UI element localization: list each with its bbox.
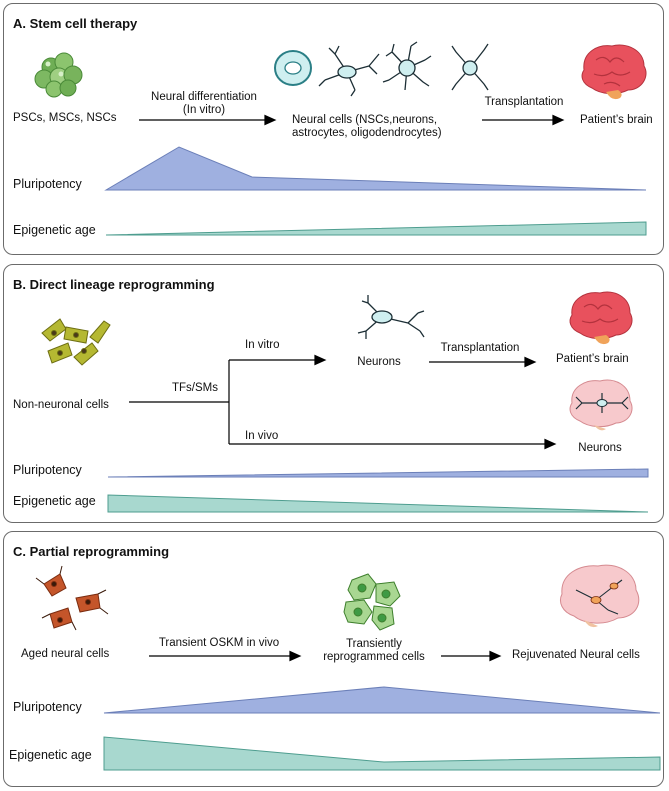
in-vitro-label: In vitro	[245, 339, 280, 351]
flow-arrows	[129, 354, 557, 450]
reprogrammed-label-2: reprogrammed cells	[323, 651, 425, 663]
flow-arrows	[139, 114, 565, 126]
epigenetic-age-profile	[103, 736, 661, 771]
transplantation-label: Transplantation	[440, 342, 520, 354]
rejuvenated-brain-icon	[560, 564, 640, 628]
neural-cells-label-1: Neural cells (NSCs,neurons,	[292, 114, 438, 126]
neural-cells-label-2: astrocytes, oligodendrocytes)	[292, 127, 442, 139]
panel-c-graphics	[35, 564, 661, 771]
source-cells-label: Aged neural cells	[21, 648, 110, 660]
flow-arrows	[149, 650, 502, 662]
pluripotency-profile	[104, 146, 647, 191]
rejuvenated-label: Rejuvenated Neural cells	[512, 649, 640, 661]
panel-title: C. Partial reprogramming	[13, 544, 170, 559]
panel-direct-lineage-reprogramming: B. Direct lineage reprogramming	[3, 264, 664, 523]
pluripotency-profile	[103, 686, 661, 714]
step-differentiation-label: Neural differentiation	[151, 91, 257, 103]
astrocyte-icon	[382, 41, 432, 91]
patients-brain-label: Patient’s brain	[580, 114, 653, 126]
factors-label: TFs/SMs	[172, 382, 218, 394]
pluripotency-profile	[107, 468, 649, 478]
panel-partial-reprogramming: C. Partial reprogramming	[3, 531, 664, 787]
nsc-icon	[274, 50, 312, 86]
epigenetic-age-label: Epigenetic age	[13, 494, 96, 508]
pluripotency-label: Pluripotency	[13, 177, 82, 191]
source-cells-label: Non-neuronal cells	[13, 399, 109, 411]
epigenetic-age-profile	[107, 494, 649, 513]
neuron-icon	[318, 45, 380, 97]
brain-icon	[569, 291, 633, 345]
step-differentiation-sublabel: (In vitro)	[182, 104, 226, 116]
pluripotency-label: Pluripotency	[13, 463, 82, 477]
epigenetic-age-label: Epigenetic age	[9, 748, 92, 762]
brain-with-neurons-icon	[569, 379, 633, 431]
epigenetic-age-profile	[105, 221, 647, 236]
patients-brain-label: Patient’s brain	[556, 353, 629, 365]
reprogrammed-label-1: Transiently	[346, 638, 402, 650]
panel-b-graphics	[41, 291, 649, 513]
in-vivo-label: In vivo	[245, 430, 279, 442]
oskm-label: Transient OSKM in vivo	[158, 637, 280, 649]
neuron-icon	[357, 295, 425, 339]
panel-title: B. Direct lineage reprogramming	[13, 277, 215, 292]
epigenetic-age-label: Epigenetic age	[13, 223, 96, 237]
brain-icon	[581, 44, 647, 100]
oligodendrocyte-icon	[451, 43, 489, 91]
fibroblast-icon	[41, 318, 111, 366]
neurons-in-vivo-label: Neurons	[578, 442, 622, 454]
aged-neural-cell-icon	[35, 565, 109, 631]
neurons-label: Neurons	[357, 356, 401, 368]
source-cells-label: PSCs, MSCs, NSCs	[13, 112, 117, 124]
transplantation-label: Transplantation	[484, 96, 564, 108]
pluripotency-label: Pluripotency	[13, 700, 82, 714]
stem-cell-cluster-icon	[34, 52, 83, 98]
reprogrammed-cells-icon	[343, 573, 401, 631]
panel-a-graphics	[34, 41, 647, 236]
panel-stem-cell-therapy: A. Stem cell therapy	[3, 3, 664, 255]
panel-title: A. Stem cell therapy	[13, 16, 138, 31]
